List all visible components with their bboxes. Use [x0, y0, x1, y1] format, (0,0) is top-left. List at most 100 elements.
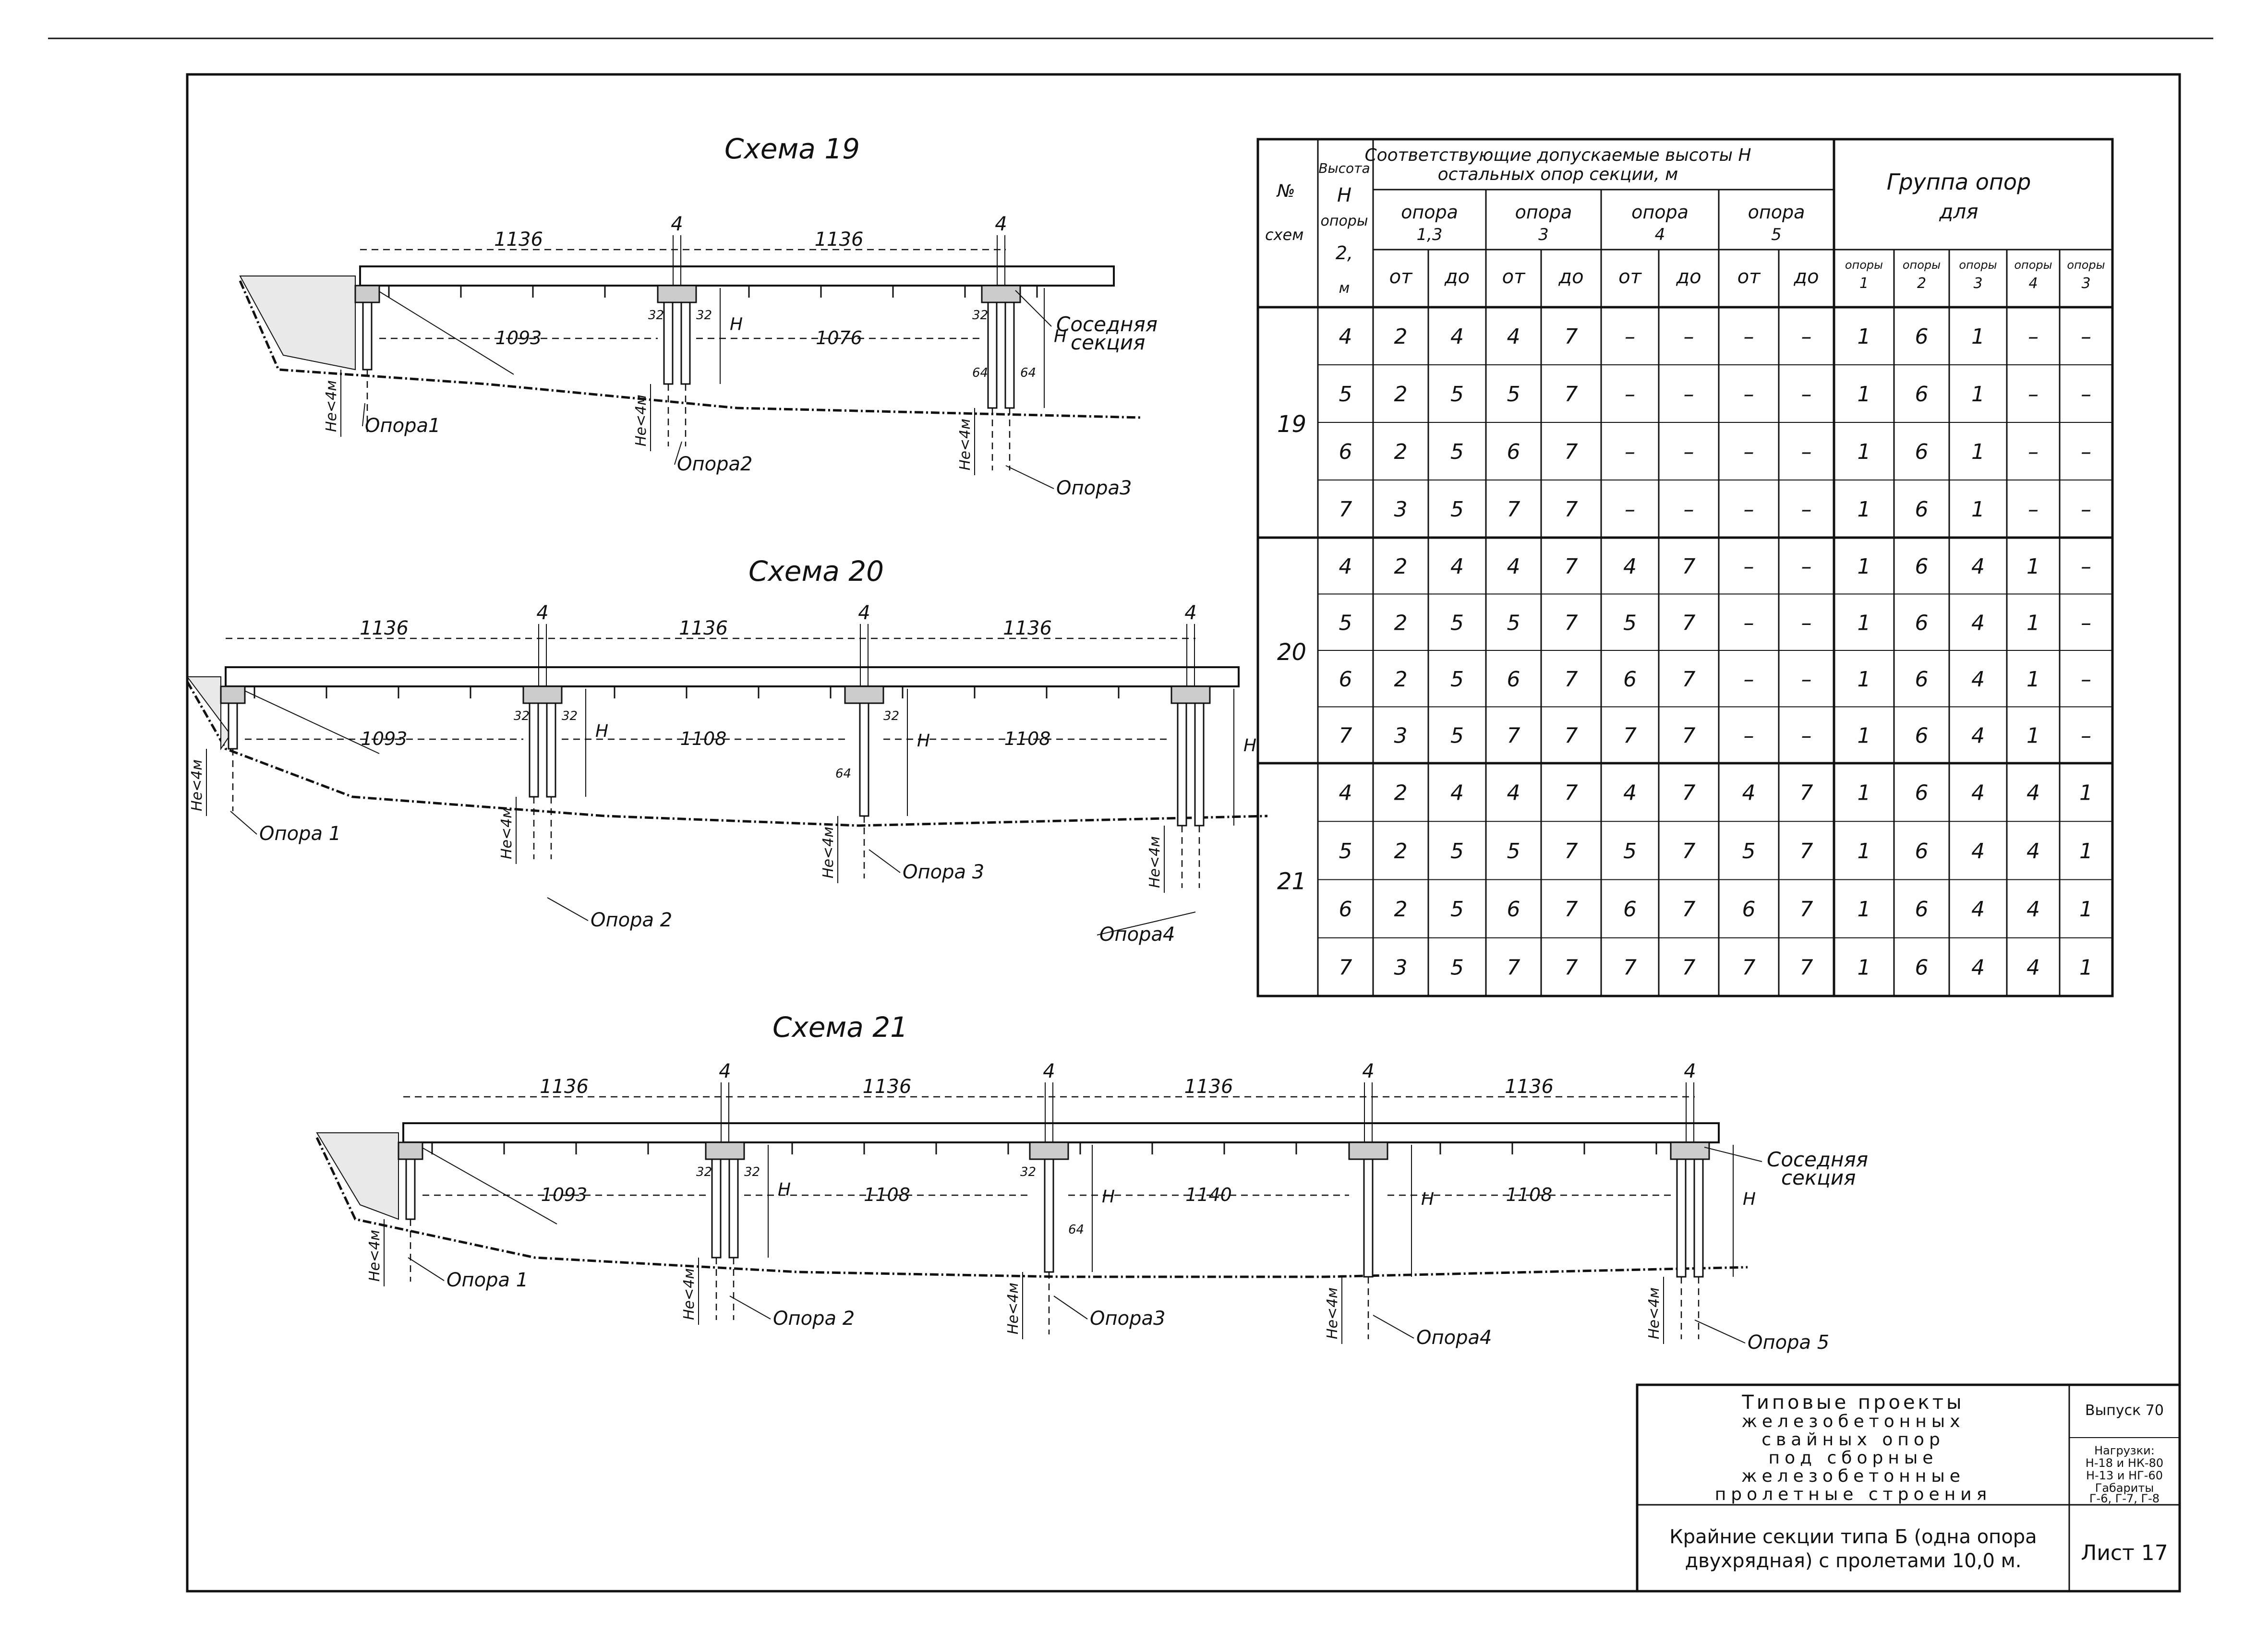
- table-cell: 7: [1742, 955, 1756, 980]
- clear-span-label: 1108: [864, 1184, 910, 1205]
- span-label: 1136: [360, 617, 409, 639]
- table-cell: –: [2028, 440, 2039, 464]
- project-line: железобетонных: [1741, 1412, 1965, 1431]
- table-header-group-col: опоры: [1903, 258, 1941, 272]
- table-cell: 4: [1623, 554, 1637, 579]
- table-cell: 4: [1507, 324, 1520, 349]
- table-cell: 6: [1915, 554, 1929, 579]
- ground-line: [239, 280, 1143, 419]
- table-cell: 6: [1339, 897, 1352, 922]
- small-dimension-label: 64: [972, 366, 988, 380]
- table-cell: 1: [1858, 440, 1871, 464]
- scheme-title: Схема 19: [724, 132, 860, 165]
- pile: [546, 702, 556, 798]
- height-label: H: [595, 721, 608, 741]
- loads-line: Нагрузки:: [2094, 1444, 2155, 1457]
- support-leader: [547, 897, 589, 921]
- small-dimension-label: 32: [696, 1165, 712, 1179]
- table-cell: 7: [1565, 955, 1578, 980]
- table-cell: 5: [1450, 611, 1464, 635]
- joint-gap-label: 4: [719, 1060, 731, 1082]
- support-cap: [1170, 685, 1211, 704]
- table-cell: 1: [2027, 611, 2040, 635]
- table-cell: 1: [1971, 382, 1985, 407]
- embedment-label: He<4м: [366, 1230, 383, 1282]
- support-label: Опора 2: [591, 909, 672, 931]
- clear-span-label: 1108: [1004, 728, 1051, 749]
- table-cell: 7: [1565, 781, 1578, 805]
- ground-line: [186, 681, 1268, 827]
- clear-span-label: 1140: [1185, 1184, 1232, 1205]
- table-cell: 1: [1858, 723, 1871, 748]
- support-leader: [1694, 1320, 1746, 1344]
- table-cell: –: [1801, 440, 1812, 464]
- table-cell: –: [2028, 497, 2039, 522]
- table-cell: 6: [1507, 667, 1520, 692]
- pile: [663, 301, 674, 385]
- support-cap: [220, 685, 246, 704]
- table-header-support: 4: [1655, 225, 1665, 244]
- joint-gap-label: 4: [1184, 602, 1196, 624]
- table-cell: 5: [1339, 839, 1352, 864]
- table-cell: 4: [1450, 781, 1464, 805]
- support-label: Опора4: [1099, 924, 1175, 946]
- table-cell: 7: [1682, 554, 1696, 579]
- joint-gap-label: 4: [1362, 1060, 1374, 1082]
- table-cell: –: [2081, 611, 2091, 635]
- issue-number: Выпуск 70: [2085, 1402, 2164, 1419]
- table-cell: 1: [1858, 667, 1871, 692]
- table-cell: 5: [1507, 611, 1520, 635]
- table-cell: –: [1744, 554, 1754, 579]
- scheme-title: Схема 20: [748, 555, 884, 588]
- table-cell: 4: [1450, 554, 1464, 579]
- support-label: Опора 3: [903, 861, 984, 883]
- small-dimension-label: 32: [1020, 1165, 1036, 1179]
- height-label: H: [1421, 1189, 1434, 1209]
- table-cell: –: [1744, 440, 1754, 464]
- table-cell: 1: [2079, 781, 2093, 805]
- table-scheme-number: 19: [1277, 411, 1306, 438]
- table-cell: 3: [1394, 955, 1408, 980]
- table-cell: 4: [1971, 723, 1985, 748]
- table-cell: 1: [1858, 324, 1871, 349]
- table-cell: –: [2081, 440, 2091, 464]
- table-header-height: м: [1339, 280, 1350, 297]
- table-cell: 6: [1623, 897, 1637, 922]
- table-cell: 1: [2027, 723, 2040, 748]
- table-cell: 4: [1339, 781, 1352, 805]
- table-cell: 4: [1971, 611, 1985, 635]
- pile: [1194, 702, 1205, 827]
- table-header-group-col: опоры: [2014, 258, 2052, 272]
- table-cell: 6: [1915, 667, 1929, 692]
- small-dimension-label: 64: [835, 767, 851, 781]
- table-cell: 5: [1450, 897, 1464, 922]
- joint-gap-label: 4: [858, 602, 870, 624]
- span-label: 1136: [1505, 1076, 1554, 1098]
- table-cell: –: [1801, 667, 1812, 692]
- table-cell: 7: [1565, 497, 1578, 522]
- table-cell: 1: [1971, 440, 1985, 464]
- table-cell: 7: [1682, 897, 1696, 922]
- table-cell: –: [1684, 324, 1694, 349]
- embedment-label: He<4м: [957, 419, 974, 470]
- pile: [1177, 702, 1187, 827]
- loads-line: Габариты: [2095, 1481, 2154, 1495]
- adjacent-section-label: секция: [1781, 1166, 1856, 1189]
- table-cell: 7: [1565, 897, 1578, 922]
- table-cell: –: [2081, 667, 2091, 692]
- table-cell: –: [2081, 554, 2091, 579]
- pile: [728, 1158, 739, 1259]
- span-label: 1136: [679, 617, 728, 639]
- pile: [859, 702, 869, 817]
- table-cell: 6: [1915, 324, 1929, 349]
- table-cell: –: [1744, 382, 1754, 407]
- support-cap: [1029, 1141, 1069, 1160]
- table-header-support: опора: [1515, 202, 1572, 223]
- table-scheme-number: 21: [1277, 868, 1306, 895]
- span-label: 1136: [1003, 617, 1052, 639]
- table-cell: 5: [1450, 667, 1464, 692]
- height-label: H: [1743, 1189, 1756, 1209]
- table-cell: 5: [1339, 611, 1352, 635]
- ground-line: [315, 1137, 1748, 1278]
